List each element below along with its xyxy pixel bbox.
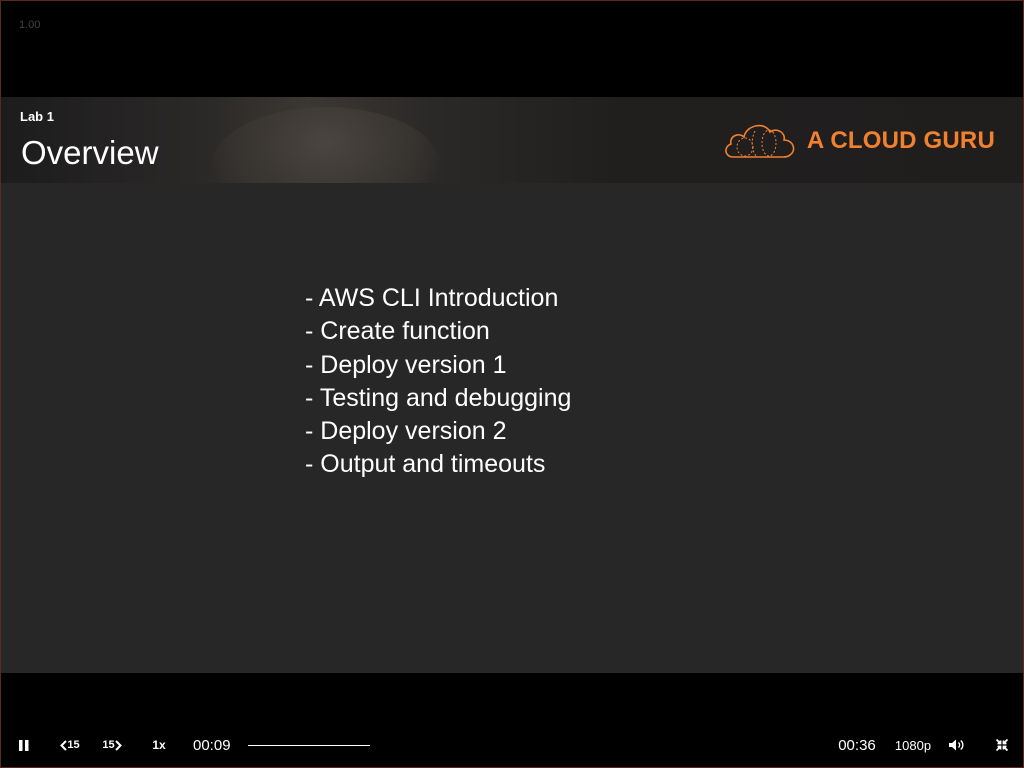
rewind-15-button[interactable]: 15 bbox=[57, 723, 83, 767]
exit-fullscreen-button[interactable] bbox=[992, 723, 1012, 767]
slide-header: Lab 1 Overview A CLOUD GURU bbox=[1, 97, 1023, 183]
list-item: - Output and timeouts bbox=[305, 450, 546, 479]
list-item: - AWS CLI Introduction bbox=[305, 284, 559, 312]
pause-button[interactable] bbox=[13, 723, 35, 767]
list-item: - Create function bbox=[305, 317, 490, 346]
pause-icon bbox=[19, 739, 29, 751]
duration: 00:36 bbox=[838, 736, 876, 754]
overview-list: - AWS CLI Introduction - Create function… bbox=[305, 282, 571, 482]
list-item: - Testing and debugging bbox=[305, 383, 572, 412]
forward-15-icon bbox=[114, 739, 122, 751]
slide-frame: Lab 1 Overview A CLOUD GURU - AWS CLI In… bbox=[1, 97, 1023, 673]
rewind-label: 15 bbox=[67, 739, 80, 751]
seek-bar[interactable] bbox=[248, 745, 370, 746]
exit-fullscreen-icon bbox=[996, 739, 1008, 751]
list-item: - Deploy version 2 bbox=[305, 417, 507, 446]
playback-speed-button[interactable]: 1x bbox=[152, 738, 166, 752]
brand-logo: A CLOUD GURU bbox=[723, 119, 995, 163]
volume-icon bbox=[949, 739, 964, 751]
forward-15-button[interactable]: 15 bbox=[99, 723, 125, 767]
lab-label: Lab 1 bbox=[20, 109, 54, 124]
brand-name: A CLOUD GURU bbox=[806, 127, 995, 154]
slide-title: Overview bbox=[21, 134, 159, 171]
list-item: - Deploy version 1 bbox=[305, 350, 507, 379]
presenter-video-overlay bbox=[211, 107, 441, 183]
playback-rate-readout: 1.00 bbox=[19, 19, 41, 31]
rewind-15-icon bbox=[60, 739, 68, 751]
current-time: 00:09 bbox=[193, 736, 231, 754]
forward-label: 15 bbox=[102, 739, 115, 751]
volume-button[interactable] bbox=[947, 723, 967, 767]
seek-progress bbox=[248, 745, 279, 746]
cloud-logo-icon bbox=[725, 124, 795, 158]
control-bar: 15 15 1x 00:09 00:36 1080p bbox=[1, 723, 1023, 767]
quality-button[interactable]: 1080p bbox=[894, 737, 932, 753]
